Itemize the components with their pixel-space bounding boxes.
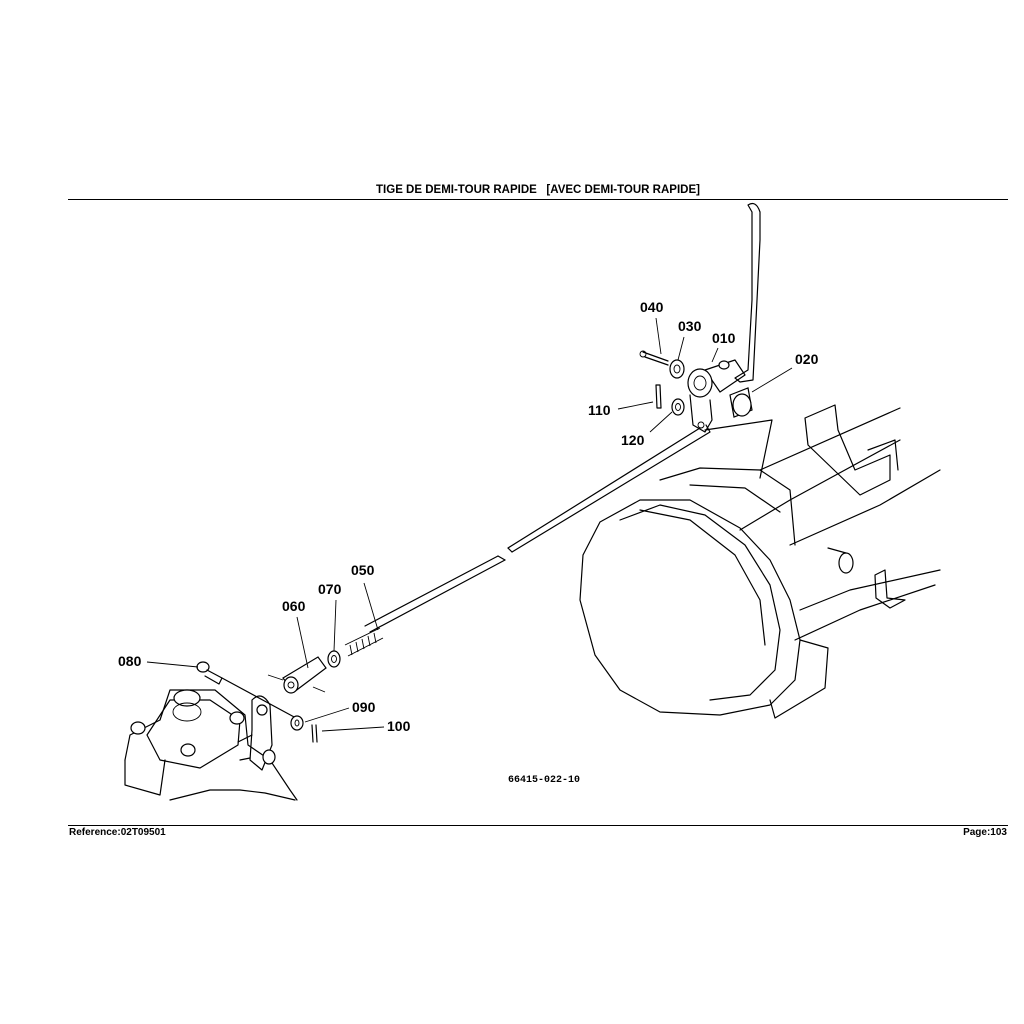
page-title: TIGE DE DEMI-TOUR RAPIDE [AVEC DEMI-TOUR… xyxy=(376,184,700,196)
reference-label: Reference:02T09501 xyxy=(69,827,166,838)
callout-090: 090 xyxy=(352,699,376,715)
callout-100: 100 xyxy=(387,718,411,734)
washer-120 xyxy=(671,398,685,416)
callout-020: 020 xyxy=(795,351,819,367)
lever-arm-010 xyxy=(687,202,773,479)
washer-030 xyxy=(669,359,685,379)
callout-050: 050 xyxy=(351,562,375,578)
callout-060: 060 xyxy=(282,598,306,614)
page-number: Page:103 xyxy=(963,827,1007,838)
transmission-housing xyxy=(579,404,941,719)
callout-070: 070 xyxy=(318,581,342,597)
rod-050 xyxy=(344,424,711,657)
callout-010: 010 xyxy=(712,330,736,346)
bushing-020 xyxy=(729,387,753,418)
cotter-pin-040 xyxy=(639,350,669,366)
footer-divider xyxy=(68,825,1008,826)
callout-120: 120 xyxy=(621,432,645,448)
callout-110: 110 xyxy=(588,402,611,418)
clevis-060 xyxy=(267,656,327,694)
gearbox-assembly xyxy=(124,689,298,801)
callout-030: 030 xyxy=(678,318,702,334)
pin-080 xyxy=(196,661,297,719)
figure-code: 66415-022-10 xyxy=(508,775,580,786)
callout-080: 080 xyxy=(118,653,142,669)
leader-lines xyxy=(146,317,793,732)
nut-070 xyxy=(327,650,341,668)
pin-110 xyxy=(655,384,662,409)
washer-090 xyxy=(290,715,304,731)
callout-040: 040 xyxy=(640,299,664,315)
header-divider xyxy=(68,199,1008,200)
cotter-pin-100 xyxy=(311,724,318,743)
